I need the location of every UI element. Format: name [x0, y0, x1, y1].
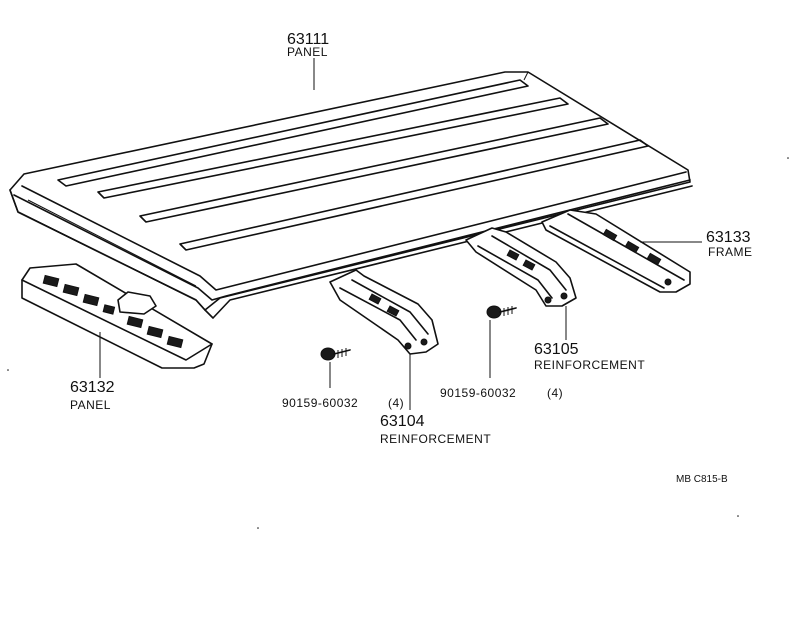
part-name-panel-front: PANEL: [70, 398, 111, 412]
frame-drawing: [541, 209, 691, 293]
part-number-63132: 63132: [70, 379, 115, 396]
part-number-63111: 63111: [287, 31, 329, 48]
front-panel-drawing: [21, 263, 213, 369]
roof-panel-drawing: [9, 71, 693, 319]
screw-left-drawing: [320, 347, 351, 361]
label-screw-right: 90159-60032 (4): [440, 386, 563, 400]
screw-right-drawing: [486, 305, 517, 319]
label-screw-left: 90159-60032 (4): [282, 396, 404, 410]
label-reinforcement-mid: 63104 REINFORCEMENT: [380, 413, 491, 446]
fastener-qty-left: (4): [388, 396, 404, 410]
part-name-frame: FRAME: [708, 245, 753, 259]
catalog-code: MB C815-B: [676, 474, 728, 485]
part-name-reinforcement-rear: REINFORCEMENT: [534, 358, 645, 372]
label-panel-top: 63111 PANEL: [287, 31, 329, 59]
leader-lines: [99, 58, 702, 410]
label-panel-front: 63132 PANEL: [70, 379, 115, 412]
part-number-63133: 63133: [706, 229, 751, 246]
label-reinforcement-rear: 63105 REINFORCEMENT: [534, 341, 645, 372]
part-number-63104: 63104: [380, 413, 425, 430]
fastener-number-right: 90159-60032: [440, 386, 516, 400]
fastener-qty-right: (4): [547, 386, 563, 400]
part-name-reinforcement-mid: REINFORCEMENT: [380, 432, 491, 446]
fastener-number-left: 90159-60032: [282, 396, 358, 410]
part-name-panel-top: PANEL: [287, 45, 328, 59]
reinforcement-rear-drawing: [465, 227, 577, 307]
part-number-63105: 63105: [534, 341, 579, 358]
label-frame: 63133 FRAME: [706, 229, 753, 259]
reinforcement-mid-drawing: [329, 269, 439, 355]
